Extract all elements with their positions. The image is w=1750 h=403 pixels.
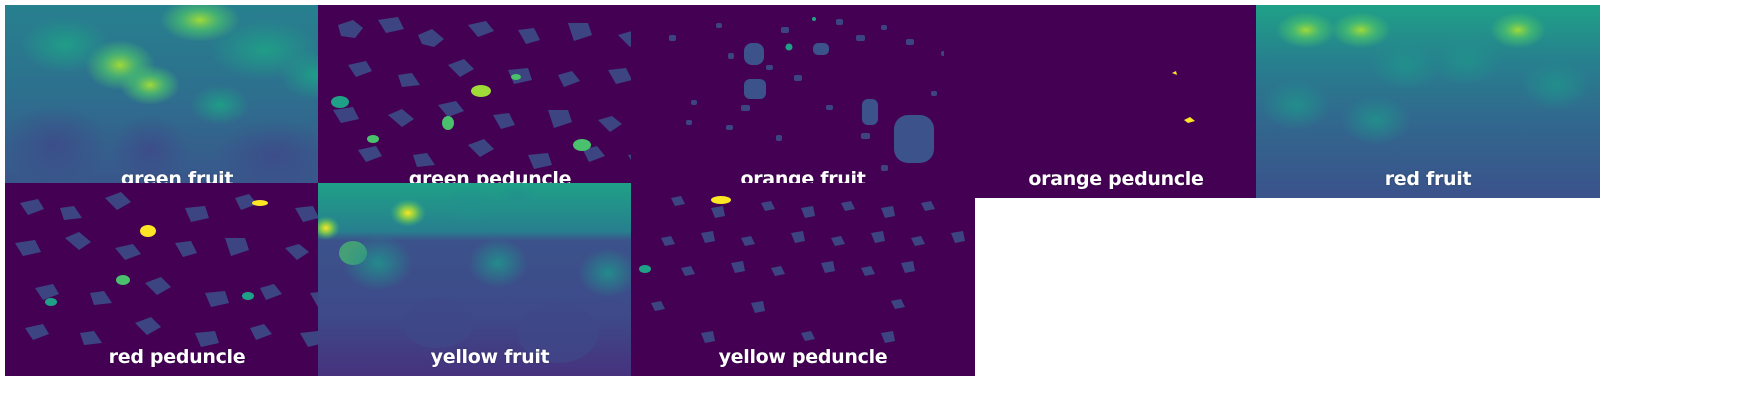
heatmap-image [5, 183, 349, 376]
heatmap-orange-fruit: orange fruit [631, 5, 975, 198]
heatmap-image [944, 5, 1288, 198]
heatmap-label: yellow peduncle [718, 346, 888, 368]
heatmap-label: orange peduncle [1028, 168, 1204, 190]
heatmap-label: yellow fruit [430, 346, 550, 368]
heatmap-image [631, 183, 975, 376]
heatmap-image [1256, 5, 1600, 198]
heatmap-yellow-fruit: yellow fruit [318, 183, 662, 376]
heatmap-image [631, 5, 975, 198]
heatmap-label: red peduncle [108, 346, 246, 368]
heatmap-green-fruit: green fruit [5, 5, 349, 198]
heatmap-green-peduncle: green peduncle [318, 5, 662, 198]
heatmap-label: red fruit [1384, 168, 1472, 190]
heatmap-red-peduncle: red peduncle [5, 183, 349, 376]
heatmap-orange-peduncle: orange peduncle [944, 5, 1288, 198]
heatmap-image [318, 183, 662, 376]
heatmap-yellow-peduncle: yellow peduncle [631, 183, 975, 376]
heatmap-image [318, 5, 662, 198]
heatmap-red-fruit: red fruit [1256, 5, 1600, 198]
